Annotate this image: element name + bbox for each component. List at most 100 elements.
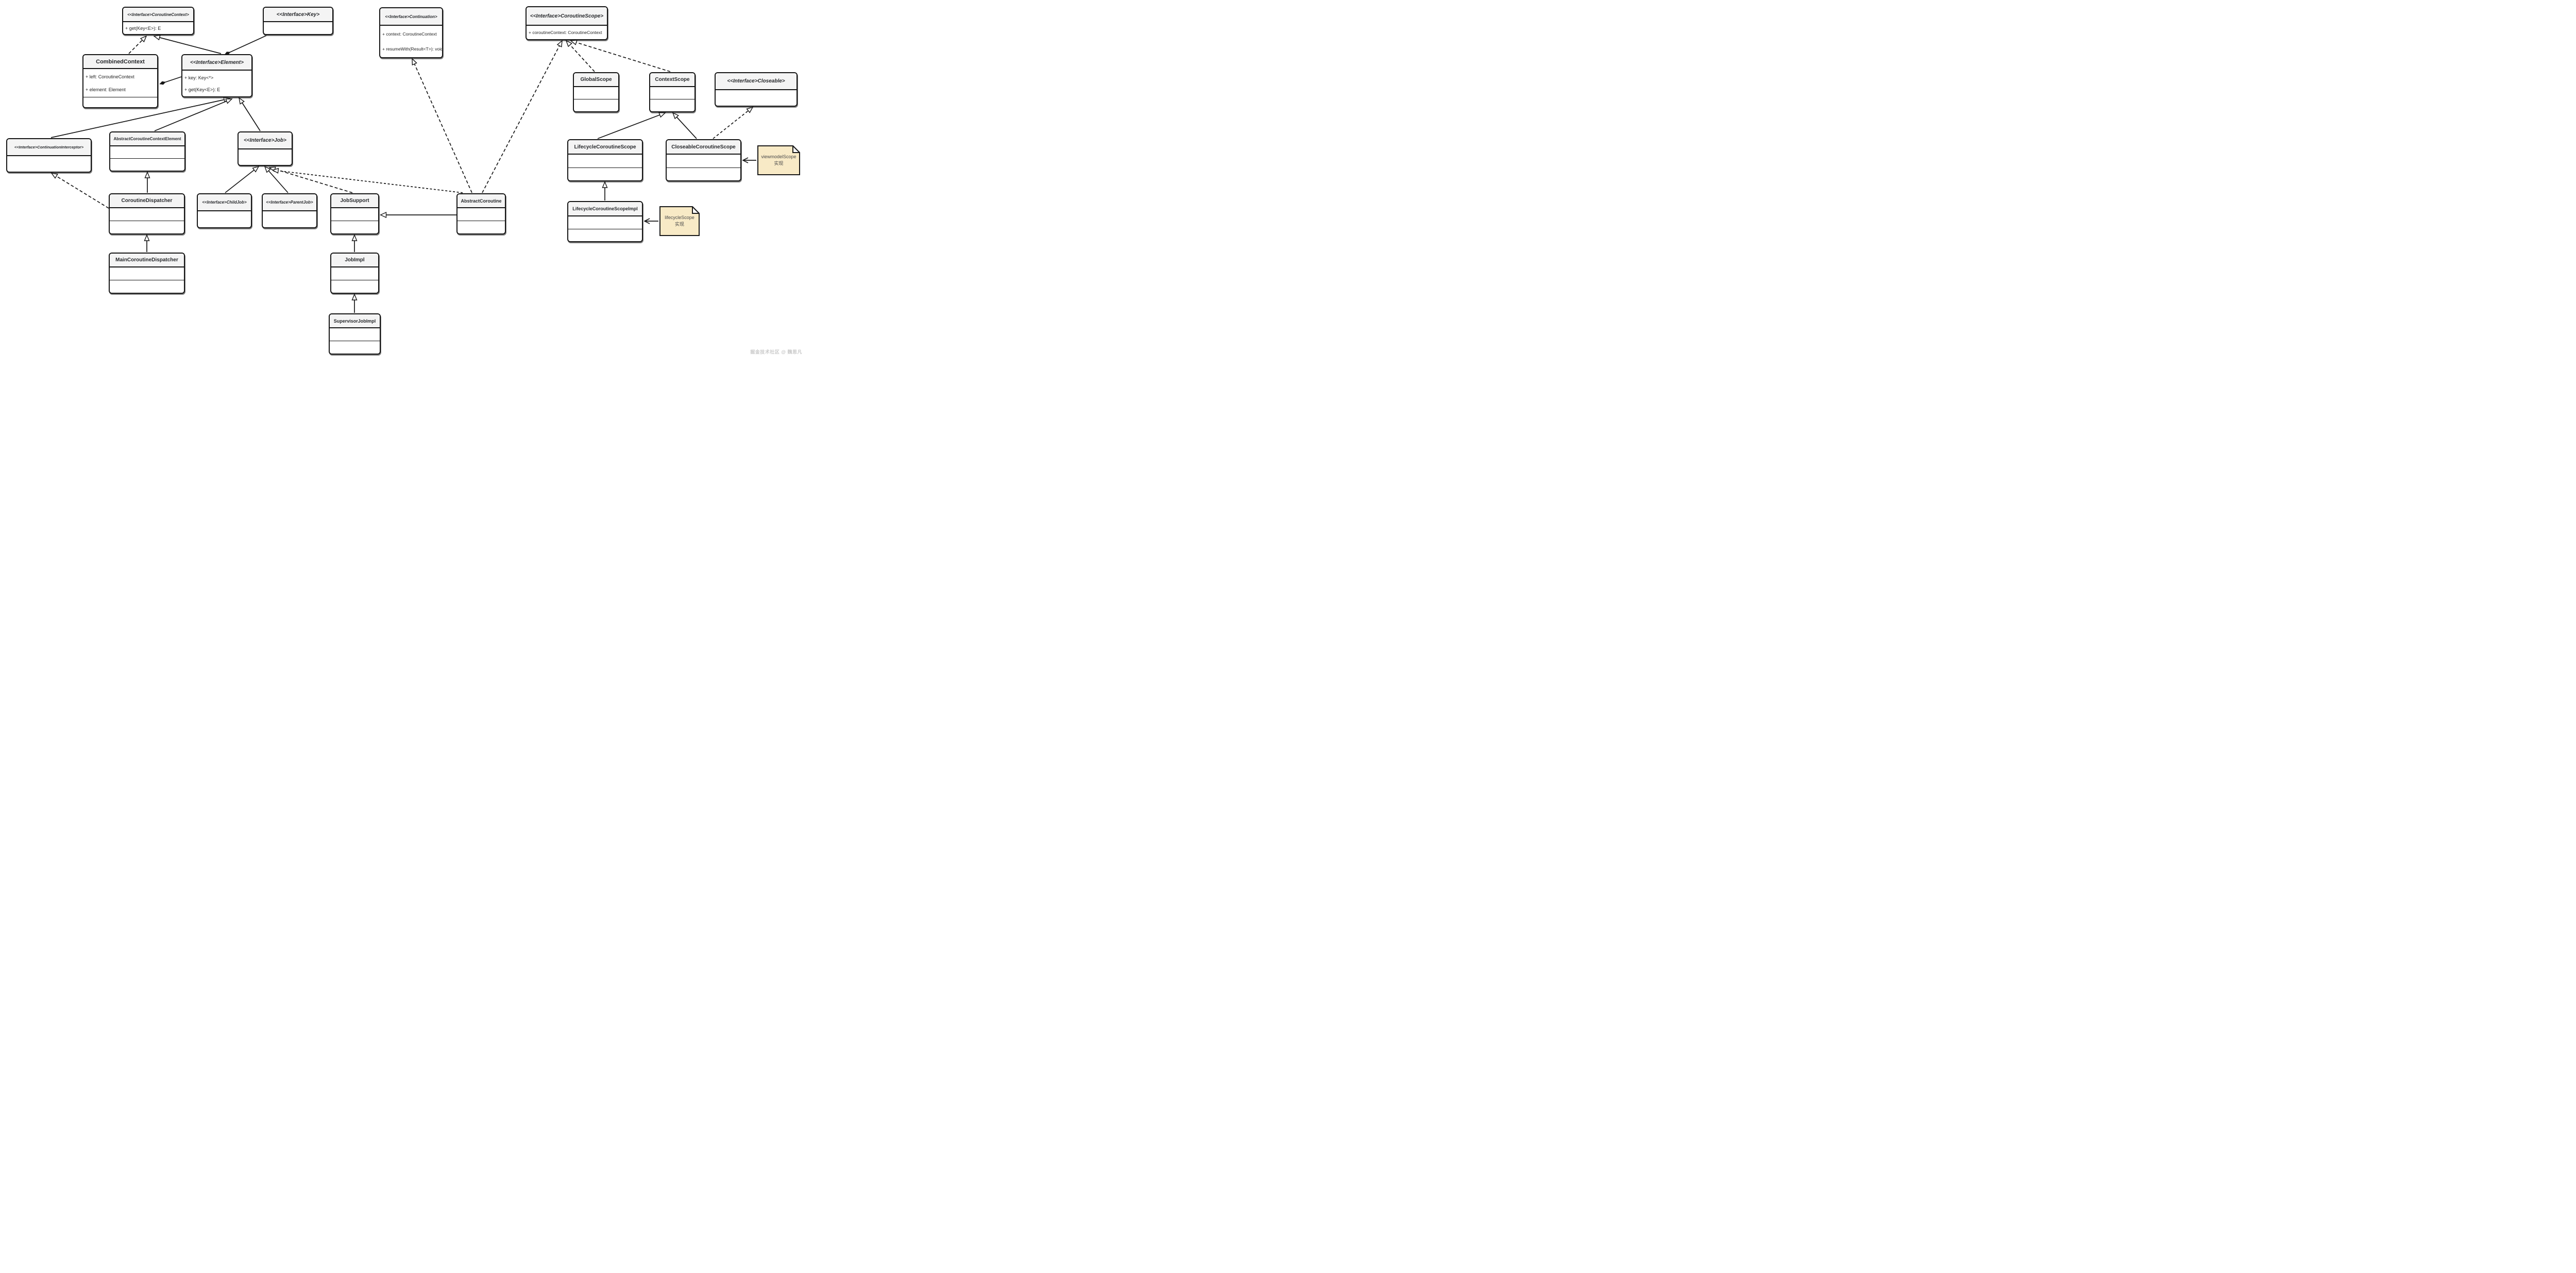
class-job-impl: JobImpl [330, 253, 379, 294]
class-key: <<Interface>Key> [263, 7, 333, 35]
class-empty-section [650, 87, 694, 99]
watermark: 掘金技术社区 @ 魏思凡 [750, 349, 802, 355]
class-title: ContextScope [650, 73, 694, 87]
class-empty-section [110, 158, 184, 171]
class-element: <<Interface>Element> + key: Key<*> + get… [181, 54, 252, 97]
class-empty-section [457, 221, 505, 233]
edge-jobsupport-implements-job [269, 167, 353, 193]
class-coroutine-context: <<Interface>CoroutineContext> + get(Key<… [122, 7, 194, 35]
class-attribute: + key: Key<*> [184, 75, 214, 80]
class-lifecycle-coroutine-scope-impl: LifecycleCoroutineScopeImpl [567, 201, 643, 242]
class-title: <<Interface>Key> [264, 8, 332, 22]
class-job-support: JobSupport [330, 193, 379, 234]
class-empty-section [574, 99, 618, 111]
class-context-scope: ContextScope [649, 72, 696, 112]
class-empty-section [110, 267, 184, 280]
class-attribute: + get(Key<E>): E [184, 87, 221, 92]
class-title: <<Interface>Element> [182, 55, 251, 71]
class-empty-section [457, 208, 505, 221]
class-closeable-coroutine-scope: CloseableCoroutineScope [666, 139, 741, 181]
class-empty-section [264, 22, 332, 34]
class-attribute: + left: CoroutineContext [86, 74, 134, 79]
class-empty-section [110, 146, 184, 158]
class-continuation: <<Interface>Continuation> + context: Cor… [379, 7, 443, 58]
class-empty-section [667, 155, 740, 167]
class-attributes: + get(Key<E>): E [123, 22, 193, 34]
note-shape [757, 145, 800, 175]
note-shape [659, 206, 700, 236]
class-main-coroutine-dispatcher: MainCoroutineDispatcher [109, 253, 185, 294]
class-empty-section [110, 208, 184, 221]
class-empty-section [198, 211, 251, 227]
class-supervisor-job-impl: SupervisorJobImpl [329, 313, 381, 355]
note-line: 实现 [774, 161, 784, 166]
class-title: MainCoroutineDispatcher [110, 254, 184, 267]
class-empty-section [330, 328, 380, 341]
class-title: <<Interface>ChildJob> [198, 194, 251, 211]
class-title: LifecycleCoroutineScope [568, 140, 642, 155]
note-line: viewmodelScope [761, 154, 796, 159]
edge-element-extends-coroutinecontext [154, 36, 222, 54]
edge-abstractcoroutine-implements-continuation [412, 59, 472, 193]
class-empty-section [331, 221, 378, 233]
class-empty-section [330, 341, 380, 354]
class-title: <<Interface>CoroutineContext> [123, 8, 193, 22]
class-empty-section [331, 208, 378, 221]
class-empty-section [568, 155, 642, 167]
class-title: CombinedContext [83, 55, 157, 69]
edge-element-composes-key [224, 35, 267, 55]
note-line: 实现 [674, 222, 684, 227]
class-attributes: + key: Key<*> + get(Key<E>): E [182, 71, 251, 96]
class-empty-section [667, 167, 740, 181]
edge-globalscope-implements-coroutinescope [566, 41, 595, 72]
class-title: AbstractCoroutine [457, 194, 505, 208]
class-global-scope: GlobalScope [573, 72, 619, 112]
edge-combinedcontext-composes-element [159, 76, 182, 85]
class-abstract-coroutine-context-element: AbstractCoroutineContextElement [109, 131, 185, 172]
class-empty-section [110, 221, 184, 233]
note-line: lifecycleScope [665, 214, 694, 220]
class-empty-section [568, 167, 642, 181]
class-combined-context: CombinedContext + left: CoroutineContext… [82, 54, 158, 108]
edge-closeablecoroutinescope-implements-closeable [713, 107, 753, 139]
class-title: <<Interface>ContinuationInterceptor> [7, 139, 91, 156]
class-title: JobSupport [331, 194, 378, 208]
class-job: <<Interface>Job> [238, 131, 293, 166]
class-title: AbstractCoroutineContextElement [110, 132, 184, 146]
class-title: <<Interface>Job> [239, 132, 292, 149]
edge-abstractcoroutinecontextelement-extends-element [154, 98, 232, 131]
edge-childjob-extends-job [225, 166, 259, 193]
class-title: CloseableCoroutineScope [667, 140, 740, 155]
class-empty-section [263, 211, 316, 227]
class-empty-section [574, 87, 618, 99]
class-title: CoroutineDispatcher [110, 194, 184, 208]
class-title: LifecycleCoroutineScopeImpl [568, 202, 642, 216]
class-parent-job: <<Interface>ParentJob> [262, 193, 317, 228]
edge-parentjob-extends-job [265, 166, 289, 193]
edge-abstractcoroutine-implements-coroutinescope [482, 41, 562, 193]
uml-class-diagram: <<Interface>CoroutineContext> + get(Key<… [0, 0, 805, 361]
class-attributes: + coroutineContext: CoroutineContext [527, 26, 607, 39]
edge-combinedcontext-implements-coroutinecontext [128, 36, 146, 54]
class-lifecycle-coroutine-scope: LifecycleCoroutineScope [567, 139, 643, 181]
class-closeable: <<Interface>Closeable> [715, 72, 798, 107]
class-empty-section [331, 267, 378, 280]
class-empty-section [83, 97, 157, 107]
class-title: GlobalScope [574, 73, 618, 87]
edge-job-extends-element [239, 98, 261, 131]
class-empty-section [568, 228, 642, 242]
edge-abstractcoroutine-implements-job [273, 170, 463, 193]
class-attributes: + left: CoroutineContext + element: Elem… [83, 69, 157, 97]
class-attribute: + coroutineContext: CoroutineContext [529, 30, 602, 35]
class-attribute: + resumeWith(Result<T>): void [382, 46, 443, 52]
class-empty-section [650, 99, 694, 111]
class-empty-section [568, 216, 642, 229]
class-title: SupervisorJobImpl [330, 314, 380, 328]
class-empty-section [716, 90, 796, 106]
class-continuation-interceptor: <<Interface>ContinuationInterceptor> [6, 138, 92, 173]
class-attribute: + context: CoroutineContext [382, 31, 437, 37]
edge-contextscope-implements-coroutinescope [571, 41, 671, 72]
class-empty-section [239, 149, 292, 165]
class-title: <<Interface>Continuation> [380, 8, 442, 26]
class-attribute: + element: Element [86, 87, 126, 92]
